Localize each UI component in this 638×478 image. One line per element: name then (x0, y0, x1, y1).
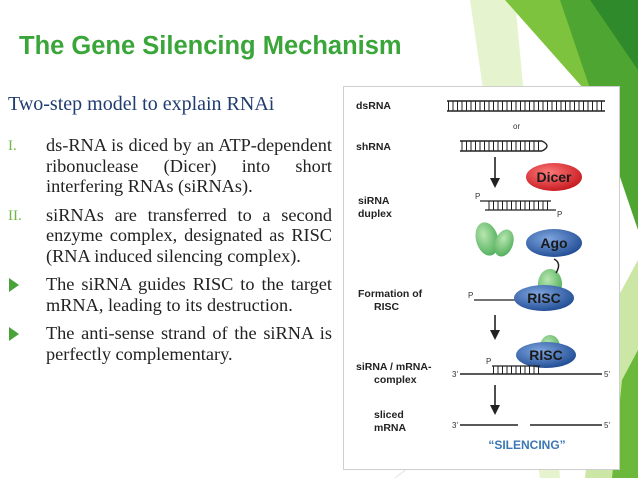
green-protein (475, 222, 514, 257)
risc-label: RISC (529, 347, 562, 363)
label-formation-risc: RISC (374, 301, 400, 313)
dicer-label: Dicer (536, 169, 572, 185)
risc-label: RISC (527, 290, 560, 306)
shrna-hairpin (460, 140, 548, 152)
rnai-figure: dsRNA or shRNA Dicer s (343, 86, 620, 470)
arrow-down-icon (490, 315, 500, 340)
mrna-5prime-label: 5' (604, 421, 610, 430)
label-sirna: siRNA (358, 195, 390, 207)
bullet-numeral: I. (8, 138, 17, 154)
triangle-bullet-icon (9, 327, 19, 341)
bullet-list: I. ds-RNA is diced by an ATP-dependent r… (0, 135, 332, 372)
end-p-label: P (468, 291, 473, 300)
arrow-down-icon (490, 385, 500, 415)
subtitle: Two-step model to explain RNAi (8, 93, 275, 115)
label-formation: Formation of (358, 288, 423, 300)
label-or: or (513, 122, 520, 131)
ago-label: Ago (540, 235, 567, 251)
triangle-bullet-icon (9, 278, 19, 292)
dsrna-strand (447, 100, 605, 112)
arrow-down-icon (490, 157, 500, 188)
sirna-mrna-complex (460, 335, 602, 375)
label-complex-2: complex (374, 374, 417, 386)
mrna-5prime-label: 5' (604, 370, 610, 379)
bullet-text: ds-RNA is diced by an ATP-dependent ribo… (46, 135, 332, 196)
mrna-3prime-label: 3' (452, 370, 458, 379)
mrna-3prime-label: 3' (452, 421, 458, 430)
label-sliced: sliced (374, 409, 404, 421)
label-dsrna: dsRNA (356, 100, 391, 112)
bullet-text: The anti-sense strand of the siRNA is pe… (46, 323, 332, 364)
dicer-enzyme (526, 163, 582, 191)
bullet-item: I. ds-RNA is diced by an ATP-dependent r… (0, 135, 332, 197)
bullet-item: The siRNA guides RISC to the target mRNA… (0, 274, 332, 315)
label-duplex: duplex (358, 208, 392, 220)
bullet-item: The anti-sense strand of the siRNA is pe… (0, 323, 332, 364)
bullet-text: The siRNA guides RISC to the target mRNA… (46, 274, 332, 315)
silencing-label: “SILENCING” (488, 438, 565, 452)
bullet-text: siRNAs are transferred to a second enzym… (46, 204, 332, 266)
deco-corner (590, 0, 638, 70)
risc-formation (474, 258, 574, 311)
label-complex: siRNA / mRNA- (356, 361, 432, 373)
end-p-label: P (475, 192, 480, 201)
end-p-label: P (557, 210, 562, 219)
bullet-numeral: II. (8, 207, 22, 224)
ago-enzyme (526, 229, 582, 257)
page-title: The Gene Silencing Mechanism (19, 32, 402, 60)
label-shrna: shRNA (356, 141, 391, 153)
sirna-duplex (480, 200, 556, 211)
label-sliced-mrna: mRNA (374, 422, 407, 434)
bullet-item: II. siRNAs are transferred to a second e… (0, 205, 332, 267)
end-p-label: P (486, 357, 491, 366)
rnai-diagram: dsRNA or shRNA Dicer s (356, 100, 610, 452)
